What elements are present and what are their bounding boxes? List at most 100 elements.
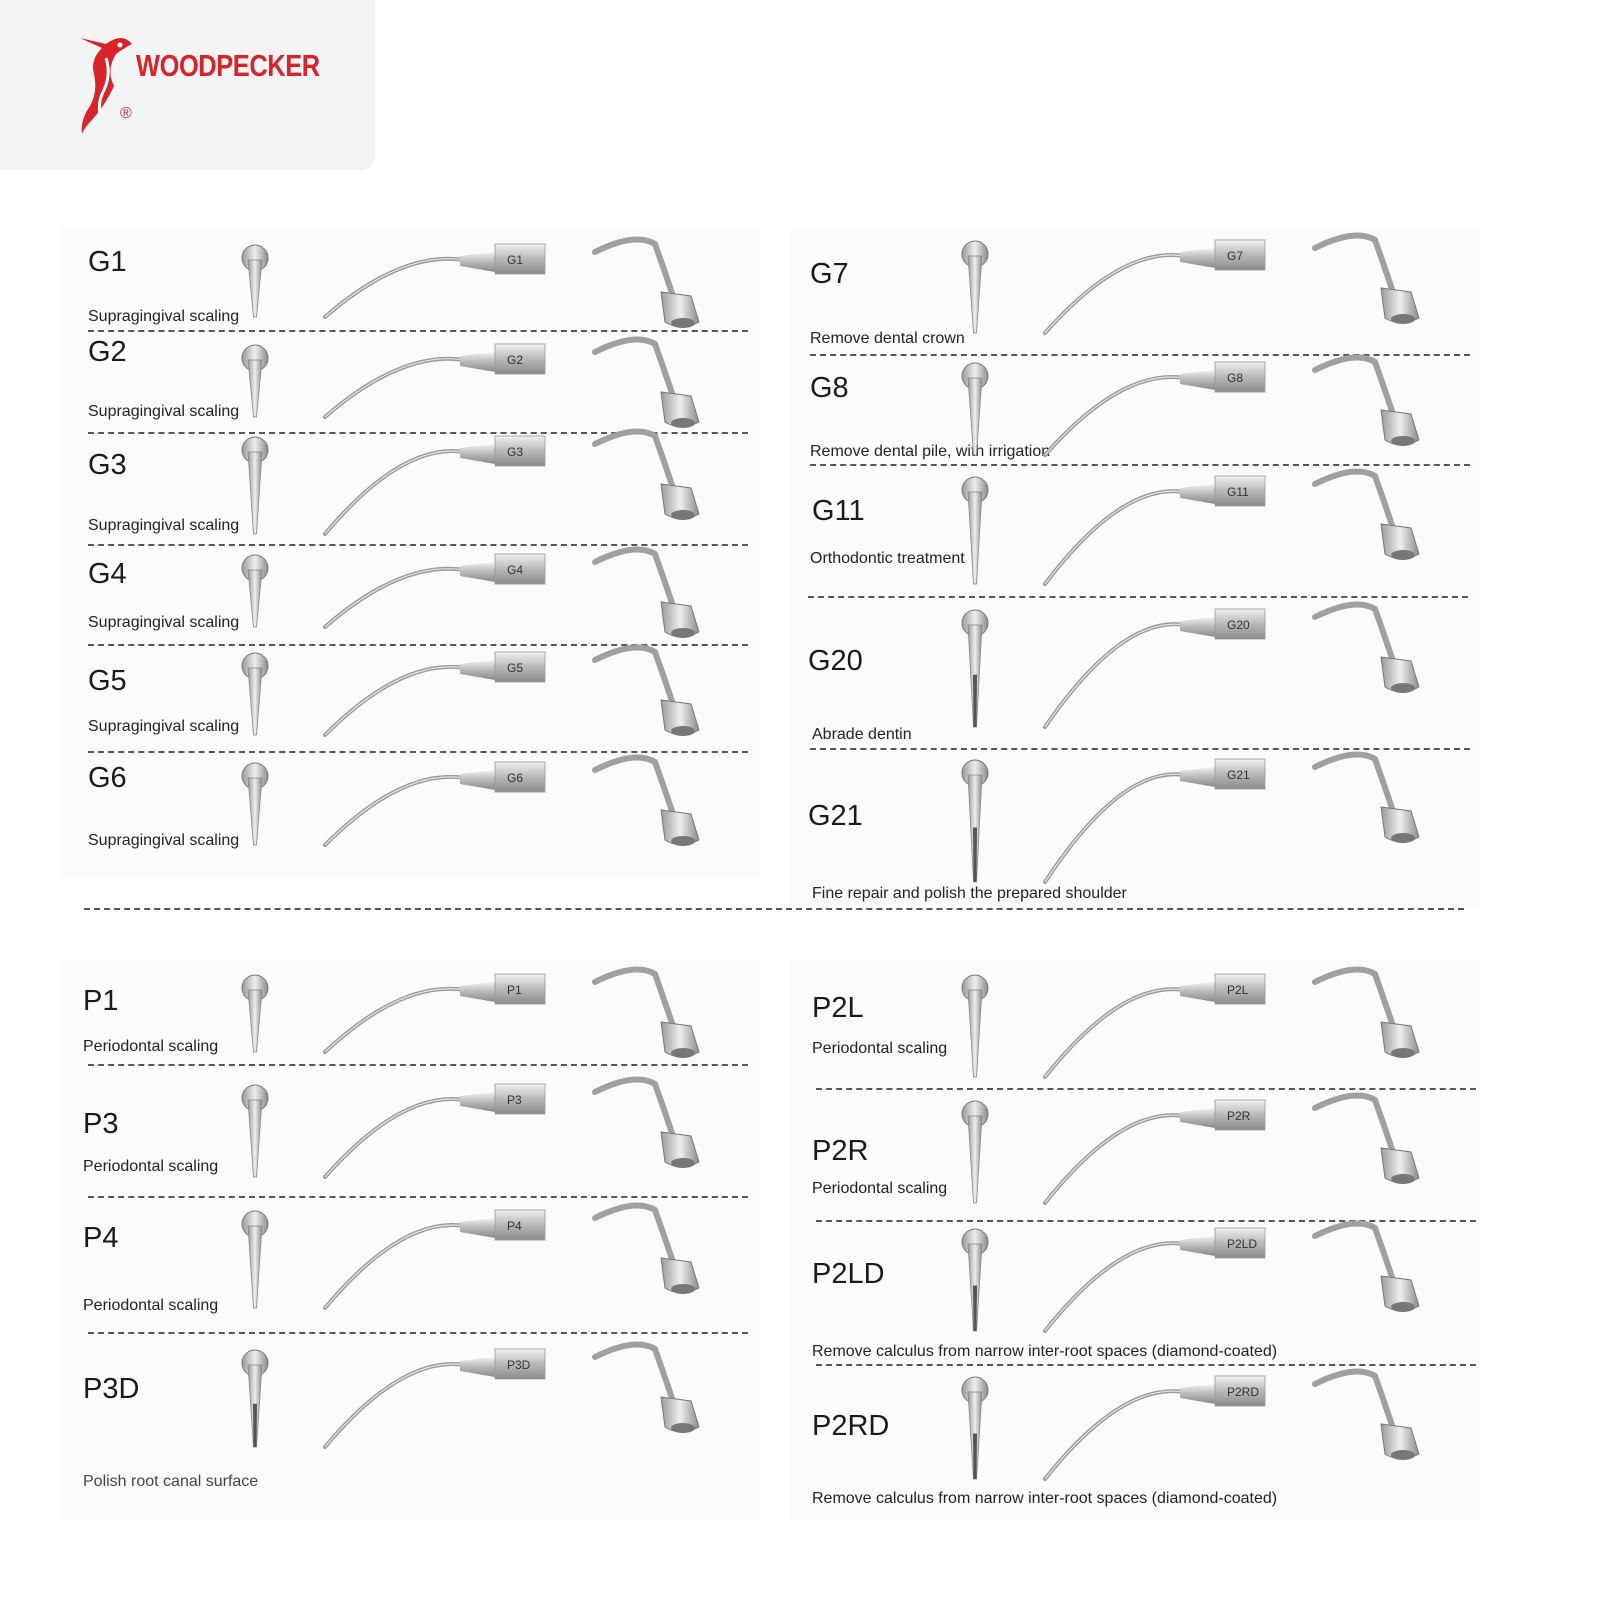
tip-engraving: P2LD (1227, 1237, 1257, 1251)
tip-code: P2L (812, 992, 864, 1024)
tip-front-view (961, 974, 989, 1078)
tool-images: G4 (241, 546, 700, 638)
tip-description: Supragingival scaling (88, 403, 240, 420)
divider (88, 1064, 748, 1066)
tip-front-view (961, 759, 989, 883)
left-g-panel (60, 228, 760, 878)
tip-description: Periodontal scaling (83, 1297, 219, 1314)
tip-front-view (961, 362, 989, 456)
tip-description: Remove dental crown (810, 330, 965, 347)
tool-images: P1 (241, 966, 700, 1058)
tip-description: Remove calculus from narrow inter-root s… (812, 1343, 1278, 1360)
tip-front-view (241, 1084, 269, 1178)
tip-side-view: G7 (1043, 239, 1266, 335)
tip-angled-view (592, 644, 700, 736)
tip-code: P1 (83, 985, 119, 1017)
tip-code: G11 (812, 495, 865, 527)
tip-front-view (961, 609, 989, 728)
tip-code: G1 (88, 246, 127, 278)
tip-front-view (241, 974, 269, 1053)
tip-engraving: P1 (507, 983, 522, 997)
tip-angled-view (1312, 751, 1420, 843)
tip-code: P3 (83, 1108, 119, 1140)
tip-front-view (961, 1100, 989, 1204)
tip-front-view (961, 240, 989, 334)
tip-engraving: P4 (507, 1219, 522, 1233)
tip-code: G2 (88, 336, 127, 368)
tip-front-view (961, 1228, 989, 1332)
tip-engraving: P2R (1227, 1109, 1251, 1123)
tool-images: P3D (241, 1341, 700, 1449)
divider (816, 1088, 1476, 1090)
tip-angled-view (1312, 232, 1420, 324)
section-divider (84, 908, 1464, 910)
tip-code: P2RD (812, 1410, 890, 1442)
tip-side-view: P2RD (1043, 1375, 1266, 1481)
tip-code: G8 (810, 372, 849, 404)
tip-front-view (241, 652, 269, 736)
tip-code: G4 (88, 558, 127, 590)
divider (88, 432, 748, 434)
tip-description: Supragingival scaling (88, 718, 240, 735)
tool-images: P2LD (961, 1220, 1420, 1333)
tip-engraving: G4 (507, 563, 523, 577)
tip-code: G20 (808, 645, 863, 677)
tip-side-view: G20 (1043, 608, 1266, 729)
divider (816, 1220, 1476, 1222)
tip-angled-view (1312, 1220, 1420, 1312)
tip-engraving: G3 (507, 445, 523, 459)
tool-images: G8 (961, 354, 1420, 457)
tip-code: P4 (83, 1222, 119, 1254)
tool-images: G5 (241, 644, 700, 737)
tip-angled-view (592, 1076, 700, 1168)
divider (88, 1196, 748, 1198)
tip-angled-view (592, 1341, 700, 1433)
tool-images: G20 (961, 601, 1420, 729)
tip-description: Fine repair and polish the prepared shou… (812, 885, 1127, 902)
tool-images: G21 (961, 751, 1420, 884)
tip-engraving: P3 (507, 1093, 522, 1107)
tip-front-view (241, 244, 269, 318)
tip-angled-view (592, 428, 700, 520)
tip-code: G7 (810, 258, 849, 290)
tip-code: G3 (88, 449, 127, 481)
tip-front-view (961, 1376, 989, 1480)
tip-code: G6 (88, 762, 127, 794)
tip-side-view: G4 (323, 553, 546, 629)
tip-side-view: P2L (1043, 973, 1266, 1079)
divider (88, 751, 748, 753)
tip-angled-view (592, 754, 700, 846)
tip-side-view: G3 (323, 435, 546, 536)
tip-side-view: G11 (1043, 475, 1266, 586)
tool-images: G3 (241, 428, 700, 536)
tip-angled-view (592, 336, 700, 428)
tip-side-view: G2 (323, 343, 546, 419)
tip-description: Remove calculus from narrow inter-root s… (812, 1490, 1278, 1507)
tip-side-view: G6 (323, 761, 546, 847)
divider (88, 330, 748, 332)
tip-description: Periodontal scaling (812, 1040, 948, 1057)
tip-code: P2R (812, 1135, 869, 1167)
tip-engraving: G1 (507, 253, 523, 267)
tip-side-view: G5 (323, 651, 546, 737)
tip-engraving: G2 (507, 353, 523, 367)
divider (88, 644, 748, 646)
tip-side-view: P3 (323, 1083, 546, 1179)
tool-images: P2L (961, 966, 1420, 1079)
tip-engraving: P2RD (1227, 1385, 1259, 1399)
tip-description: Periodontal scaling (812, 1180, 948, 1197)
divider (88, 544, 748, 546)
tip-angled-view (592, 1202, 700, 1294)
tip-angled-view (1312, 966, 1420, 1058)
tip-side-view: P2R (1043, 1099, 1266, 1205)
tip-description: Periodontal scaling (83, 1038, 219, 1055)
tip-description: Abrade dentin (812, 726, 912, 743)
tip-angled-view (1312, 468, 1420, 560)
tip-code: P3D (83, 1373, 140, 1405)
right-p-panel (790, 960, 1480, 1520)
tool-images: P4 (241, 1202, 700, 1310)
tip-engraving: G11 (1227, 485, 1249, 499)
divider (816, 1364, 1476, 1366)
tip-side-view: G21 (1043, 758, 1266, 884)
tool-images: G1 (241, 236, 700, 328)
